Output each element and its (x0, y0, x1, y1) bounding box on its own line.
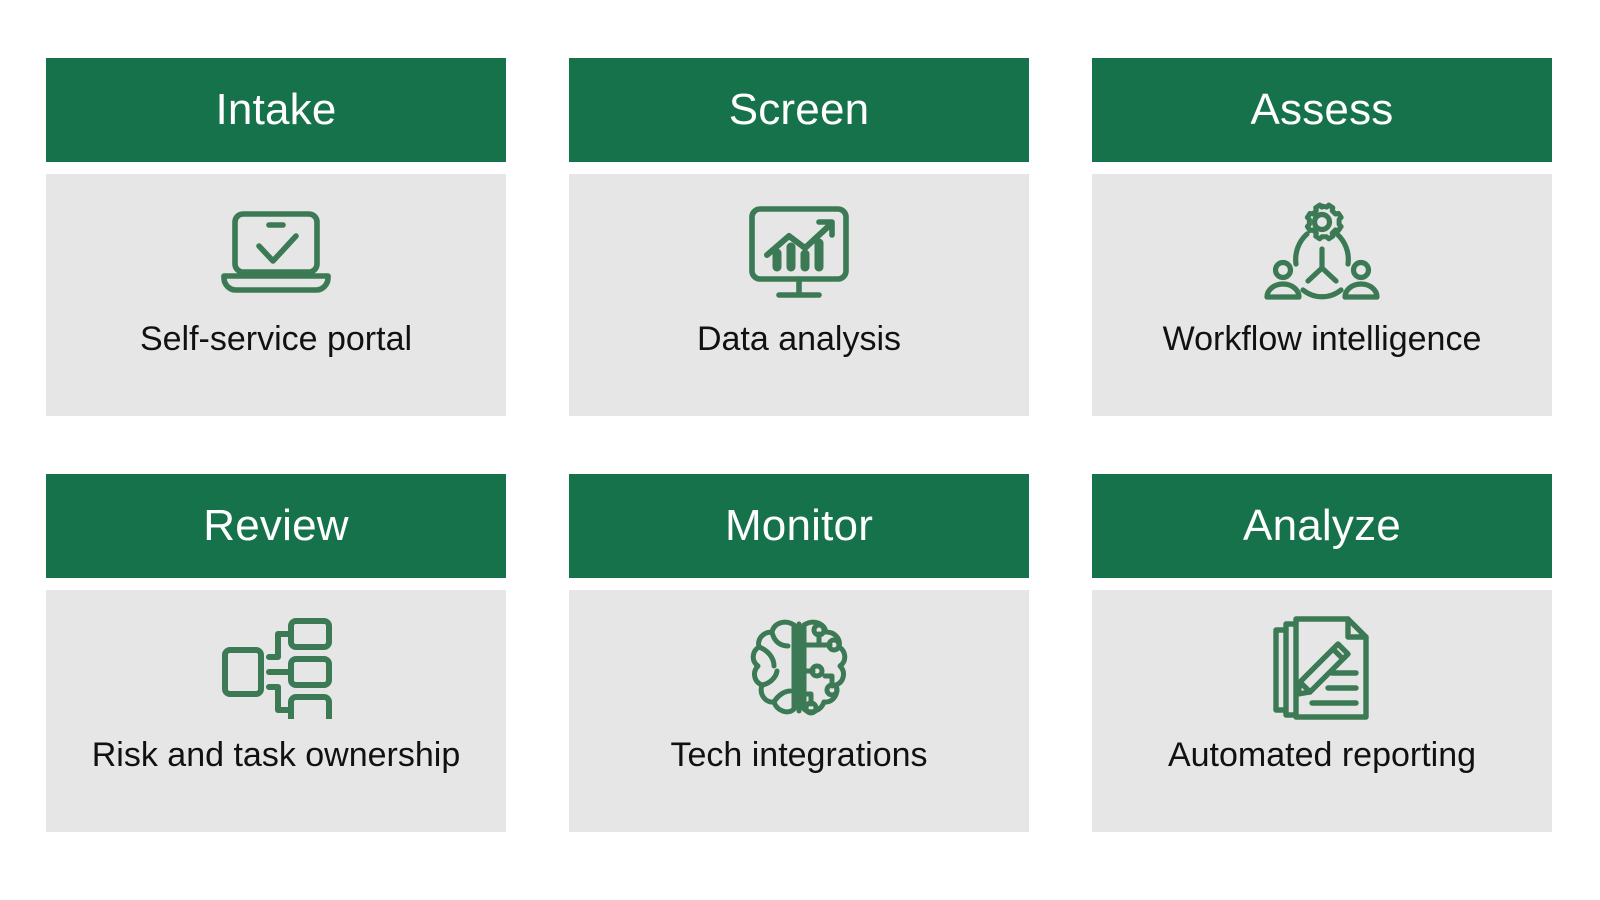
card-header-intake: Intake (46, 58, 506, 162)
card-title: Assess (1250, 85, 1394, 134)
card-assess[interactable]: Assess (1092, 58, 1552, 416)
card-header-review: Review (46, 474, 506, 578)
card-body-intake: Self-service portal (46, 174, 506, 416)
card-intake[interactable]: Intake Self-service portal (46, 58, 506, 416)
ai-brain-circuit-icon (747, 616, 851, 720)
card-monitor[interactable]: Monitor (569, 474, 1029, 832)
card-caption: Tech integrations (670, 736, 928, 774)
card-row-bottom: Review Risk and task ownership (46, 474, 1554, 832)
card-divider (46, 162, 506, 174)
card-body-assess: Workflow intelligence (1092, 174, 1552, 416)
card-header-analyze: Analyze (1092, 474, 1552, 578)
card-divider (1092, 578, 1552, 590)
card-caption: Workflow intelligence (1162, 320, 1482, 358)
card-title: Monitor (724, 501, 874, 550)
card-screen[interactable]: Screen Data an (569, 58, 1029, 416)
card-review[interactable]: Review Risk and task ownership (46, 474, 506, 832)
card-caption: Automated reporting (1167, 736, 1477, 774)
card-title: Intake (215, 85, 337, 134)
laptop-check-icon (217, 200, 335, 304)
flowchart-org-icon (219, 616, 333, 720)
card-title: Screen (728, 85, 870, 134)
card-divider (46, 578, 506, 590)
monitor-chart-icon (743, 200, 855, 304)
card-caption: Data analysis (696, 320, 902, 358)
card-body-analyze: Automated reporting (1092, 590, 1552, 832)
card-analyze[interactable]: Analyze (1092, 474, 1552, 832)
card-title: Review (203, 501, 349, 550)
card-header-monitor: Monitor (569, 474, 1029, 578)
card-row-top: Intake Self-service portal Screen (46, 58, 1554, 416)
card-divider (569, 578, 1029, 590)
card-title: Analyze (1243, 501, 1401, 550)
card-header-screen: Screen (569, 58, 1029, 162)
card-body-review: Risk and task ownership (46, 590, 506, 832)
card-body-screen: Data analysis (569, 174, 1029, 416)
documents-pencil-icon (1272, 616, 1372, 720)
card-header-assess: Assess (1092, 58, 1552, 162)
people-gear-network-icon (1263, 200, 1381, 304)
card-caption: Self-service portal (139, 320, 413, 358)
card-body-monitor: Tech integrations (569, 590, 1029, 832)
card-divider (1092, 162, 1552, 174)
card-divider (569, 162, 1029, 174)
card-caption: Risk and task ownership (91, 736, 461, 774)
